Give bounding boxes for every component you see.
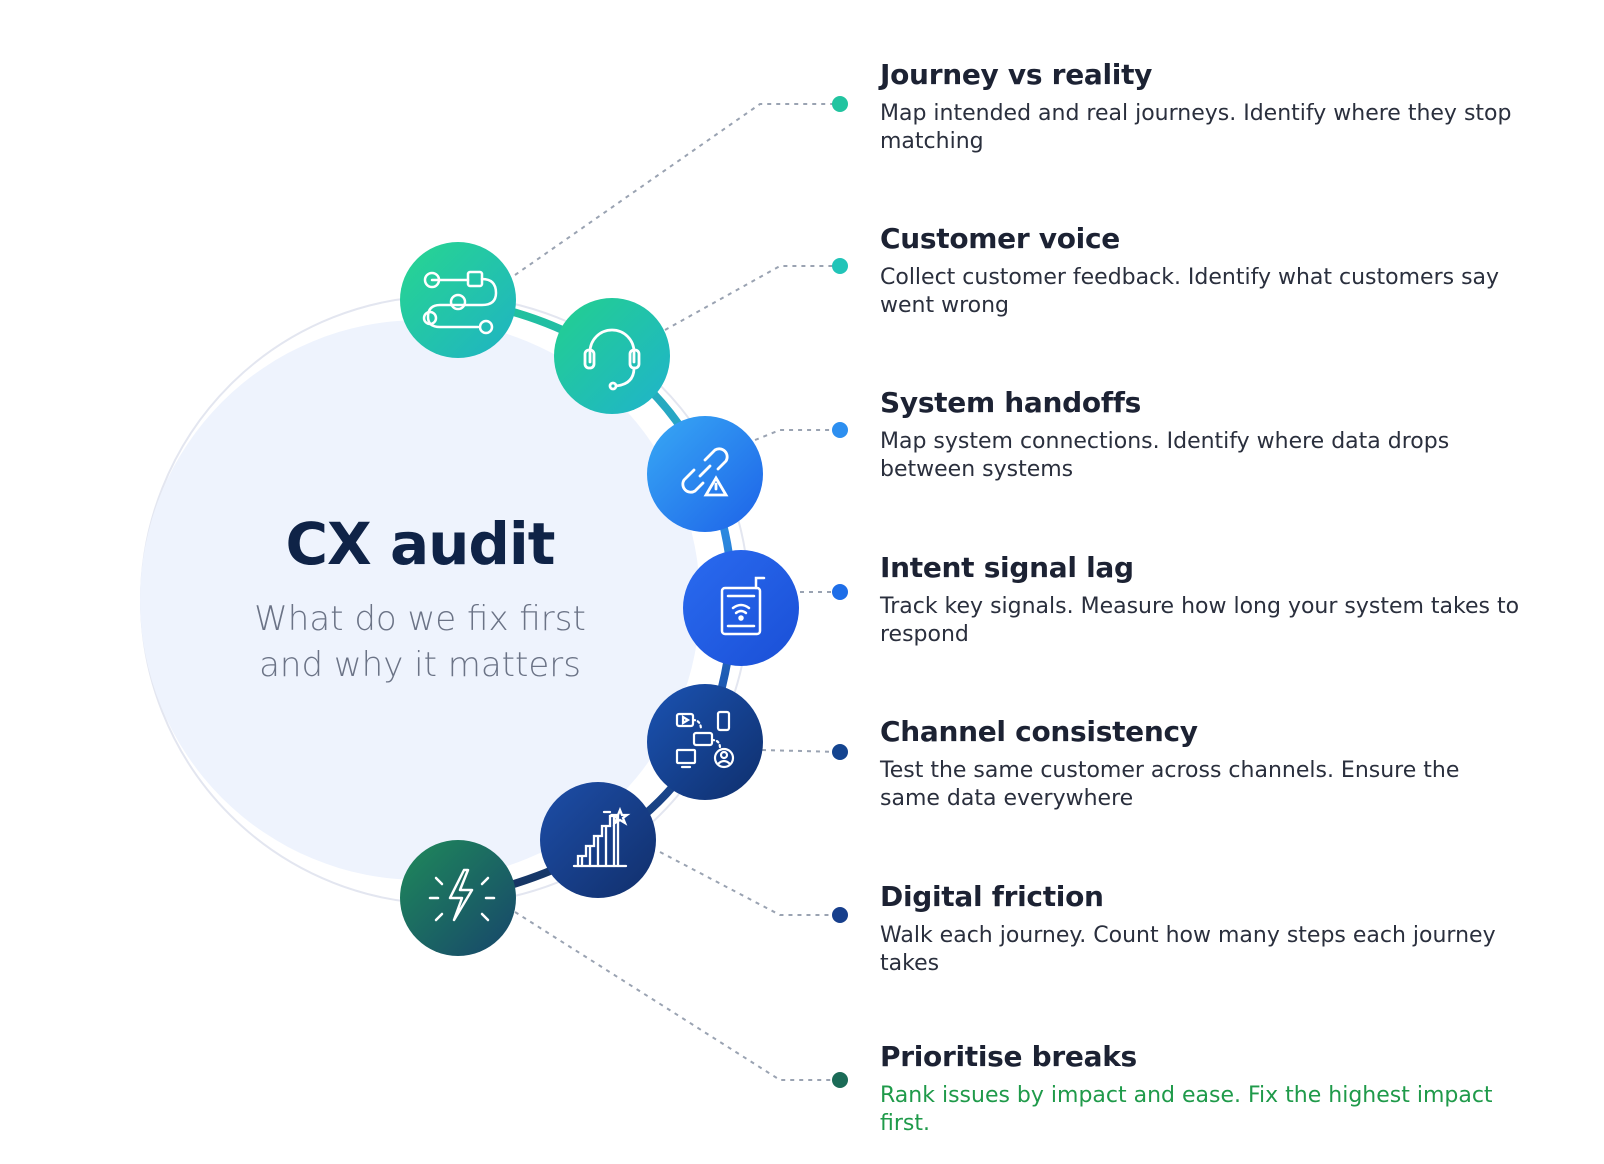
node-channel-consistency [647,684,763,800]
item-title: System handoffs [880,386,1141,419]
omnichannel-icon [675,710,735,769]
item-title: Channel consistency [880,715,1198,748]
node-customer-voice [554,298,670,414]
item-description: Map system connections. Identify where d… [880,429,1450,482]
item-title: Journey vs reality [880,58,1153,91]
item-title: Customer voice [880,222,1120,255]
item-description: Rank issues by impact and ease. Fix the … [880,1083,1493,1136]
journey-map-icon [422,270,498,335]
node-prioritise-breaks [400,840,516,956]
item-title: Prioritise breaks [880,1040,1137,1073]
steps-star-icon [572,806,631,868]
connector-end-dots [832,96,848,1088]
broken-link-warning-icon [681,447,729,497]
node-digital-friction [540,782,656,898]
item-digital-friction: Digital friction Walk each journey. Coun… [880,880,1520,978]
center-subtitle-line-2: and why it matters [259,645,581,685]
center-title: CX audit [285,510,555,578]
item-title: Intent signal lag [880,551,1134,584]
node-intent-signal [683,550,799,666]
item-system-handoffs: System handoffs Map system connections. … [880,386,1520,484]
headset-icon [583,328,641,391]
item-description: Walk each journey. Count how many steps … [880,923,1496,976]
lightning-icon [428,868,496,922]
node-journey [400,242,516,358]
item-prioritise-breaks: Prioritise breaks Rank issues by impact … [880,1040,1520,1138]
center-disc [140,320,700,880]
item-description: Track key signals. Measure how long your… [880,594,1520,647]
item-journey-vs-reality: Journey vs reality Map intended and real… [880,58,1520,156]
node-system-handoffs [647,416,763,532]
signal-device-icon [720,576,766,636]
item-description: Test the same customer across channels. … [880,758,1460,811]
item-title: Digital friction [880,880,1104,913]
center-subtitle-line-1: What do we fix first [254,599,586,639]
item-channel-consistency: Channel consistency Test the same custom… [880,715,1520,813]
item-intent-signal-lag: Intent signal lag Track key signals. Mea… [880,551,1520,649]
item-customer-voice: Customer voice Collect customer feedback… [880,222,1520,320]
item-description: Collect customer feedback. Identify what… [880,265,1500,318]
center-subtitle: What do we fix first and why it matters [180,596,660,688]
item-description: Map intended and real journeys. Identify… [880,101,1512,154]
dashed-connectors [514,103,841,1081]
